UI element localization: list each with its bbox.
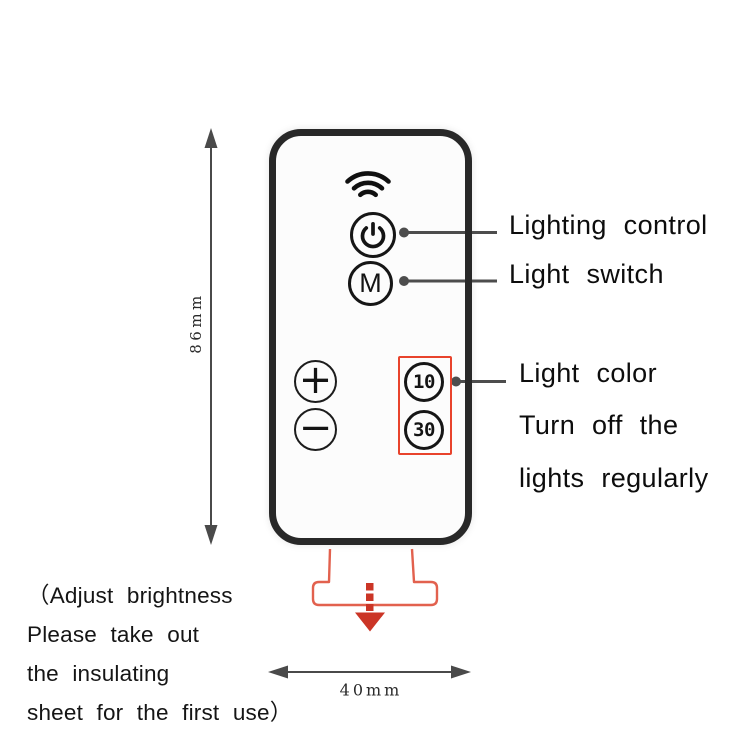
label-lighting-control: Lighting control — [509, 210, 708, 240]
usage-note: （Adjust brightness Please take out the i… — [27, 576, 292, 732]
height-dimension-arrow — [204, 128, 218, 545]
label-light-color-line2: Turn off the — [519, 410, 679, 441]
width-dimension-label: 40mm — [339, 680, 403, 700]
mode-button: M — [348, 261, 393, 306]
timer-30-label: 30 — [413, 419, 435, 441]
brightness-up-button: + — [294, 356, 337, 403]
remote-body — [269, 129, 472, 545]
label-light-color-line3: lights regularly — [519, 462, 709, 493]
timer-10-label: 10 — [413, 371, 435, 393]
width-dimension-arrow — [268, 665, 471, 679]
usage-note-line3: the insulating — [27, 661, 170, 686]
brightness-down-button: − — [294, 404, 337, 451]
height-dimension-label: 86mm — [187, 292, 205, 354]
insulating-sheet-tab — [311, 548, 439, 607]
label-light-color: Light color Turn off the lights regularl… — [519, 357, 708, 514]
timer-10-button: 10 — [404, 362, 444, 402]
usage-note-line4: sheet for the first use） — [27, 700, 293, 725]
label-light-switch: Light switch — [509, 259, 664, 289]
power-icon — [360, 221, 386, 249]
label-light-color-line1: Light color — [519, 358, 657, 388]
timer-30-button: 30 — [404, 410, 444, 450]
plus-icon: + — [298, 356, 333, 403]
minus-icon: − — [298, 404, 333, 451]
usage-note-line2: Please take out — [27, 622, 200, 647]
usage-note-line1: （Adjust brightness — [27, 583, 233, 608]
power-button — [350, 212, 396, 258]
timer-buttons-highlight-box — [398, 356, 452, 455]
mode-button-label: M — [359, 268, 382, 298]
pull-down-arrow-icon — [355, 583, 385, 632]
